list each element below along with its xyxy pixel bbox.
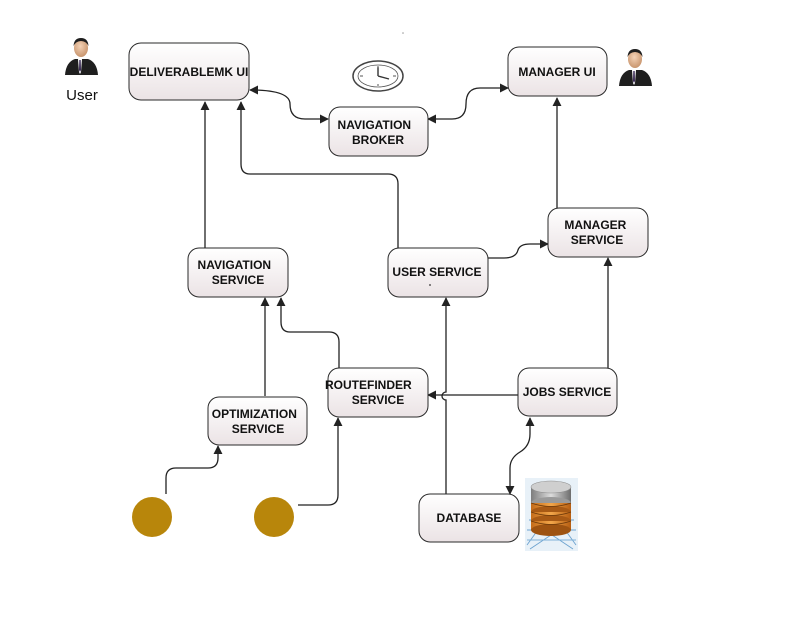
user-person-icon [65, 38, 98, 75]
edge-source-to-routefinder [298, 417, 343, 506]
edge-source-to-optimization [165, 445, 223, 494]
edge-userservice-to-deliverable-ui [236, 101, 399, 248]
source-circle [132, 497, 172, 537]
node-manager-service: MANAGER SERVICE [547, 207, 649, 258]
node-jobs-service: JOBS SERVICE [517, 367, 618, 417]
source-circle [254, 497, 294, 537]
node-routefinder-service: ROUTEFINDER SERVICE [325, 367, 429, 418]
node-label: NAVIGATION SERVICE [198, 258, 275, 287]
stray-dot [429, 284, 431, 286]
node-navigation-service: NAVIGATION SERVICE [187, 247, 289, 298]
edge-userservice-to-managerservice [488, 239, 549, 259]
node-label: DATABASE [437, 511, 502, 525]
node-label: USER SERVICE [392, 265, 481, 279]
node-user-service: USER SERVICE [387, 247, 489, 298]
node-label: JOBS SERVICE [523, 385, 611, 399]
edge-routefinder-to-navservice [276, 297, 340, 368]
node-label: OPTIMIZATION SERVICE [212, 407, 300, 436]
user-actor-label: User [66, 87, 98, 104]
node-label: DELIVERABLEMK UI [130, 65, 249, 79]
edge-database-jobs [505, 417, 535, 495]
edge-deliverable-ui-broker [249, 85, 329, 124]
node-optimization-service: OPTIMIZATION SERVICE [207, 396, 308, 446]
edge-database-to-userservice [441, 297, 451, 494]
stray-dot [402, 32, 404, 34]
node-manager-ui: MANAGER UI [507, 46, 608, 97]
manager-person-icon [619, 49, 652, 86]
node-label: NAVIGATION BROKER [338, 118, 415, 147]
node-label: ROUTEFINDER SERVICE [325, 378, 415, 407]
node-database: DATABASE [418, 493, 520, 543]
node-navigation-broker: NAVIGATION BROKER [328, 106, 429, 157]
edge-broker-manager-ui [427, 83, 509, 124]
node-deliverablemk-ui: DELIVERABLEMK UI [128, 42, 250, 101]
database-icon [525, 478, 578, 551]
clock-icon [352, 60, 404, 92]
node-label: MANAGER UI [518, 65, 595, 79]
node-label: MANAGER SERVICE [564, 218, 629, 247]
